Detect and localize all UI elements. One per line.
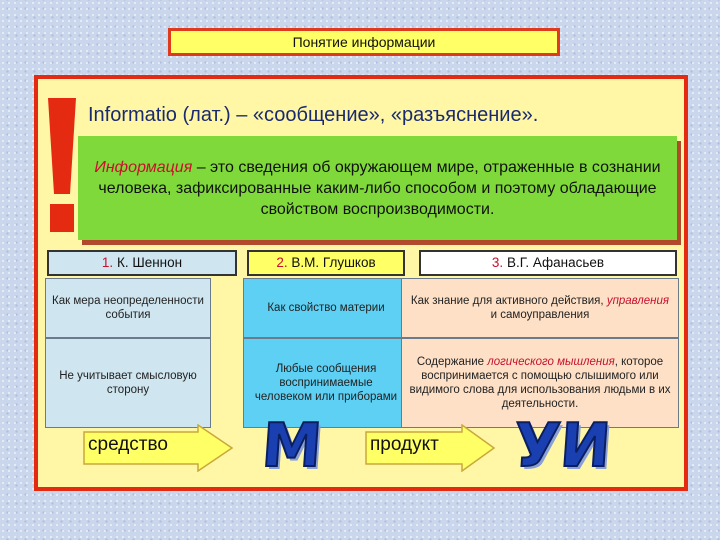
cell-text: Содержание логического мышления, которое… [408, 355, 672, 411]
column-name: В.М. Глушков [291, 255, 376, 270]
column-header-shannon: 1. К. Шеннон [47, 250, 237, 276]
column-name: В.Г. Афанасьев [506, 255, 605, 270]
column-header-afanasyev: 3. В.Г. Афанасьев [419, 250, 677, 276]
definition-box: Информация – это сведения об окружающем … [78, 136, 677, 240]
etymology-line: Informatio (лат.) – «сообщение», «разъяс… [88, 104, 539, 126]
column-number: 1. [101, 255, 114, 270]
column-number: 2. [276, 255, 288, 270]
table-cell: Как свойство материи [243, 278, 409, 338]
arrow-label-product: продукт [370, 434, 439, 455]
table-cell: Не учитывает смысловую сторону [45, 338, 211, 428]
letters-ui: УИ [511, 410, 614, 482]
table-cell: Как знание для активного действия, управ… [401, 278, 679, 338]
text-emphasis: логического мышления [487, 356, 615, 368]
text-fragment: и самоуправления [490, 309, 590, 321]
arrow-right-icon [365, 424, 496, 472]
arrow-label-means: средство [88, 434, 168, 455]
text-fragment: , которое воспринимается с помощью слыши… [409, 356, 671, 410]
column-number: 3. [491, 255, 504, 270]
text-fragment: Содержание [416, 356, 488, 368]
column-header-glushkov: 2. В.М. Глушков [247, 250, 405, 276]
definition-term: Информация [94, 158, 193, 176]
definition-body: – это сведения об окружающем мире, отраж… [98, 158, 661, 218]
column-name: К. Шеннон [116, 255, 183, 270]
exclamation-icon [48, 98, 76, 232]
slide-title-text: Понятие информации [292, 34, 436, 50]
text-fragment: Как знание для активного действия, [410, 295, 607, 307]
table-cell: Содержание логического мышления, которое… [401, 338, 679, 428]
cell-text: Как знание для активного действия, управ… [408, 294, 672, 322]
letter-m: М [259, 410, 326, 482]
slide-title: Понятие информации [168, 28, 560, 56]
text-emphasis: управления [606, 295, 670, 307]
approaches-table: 1. К. Шеннон 2. В.М. Глушков 3. В.Г. Афа… [45, 248, 679, 428]
table-cell: Любые сообщения воспринимаемые человеком… [243, 338, 409, 428]
definition-text: Информация – это сведения об окружающем … [94, 157, 661, 220]
arrow-right-icon [83, 424, 234, 472]
table-cell: Как мера неопределенности события [45, 278, 211, 338]
